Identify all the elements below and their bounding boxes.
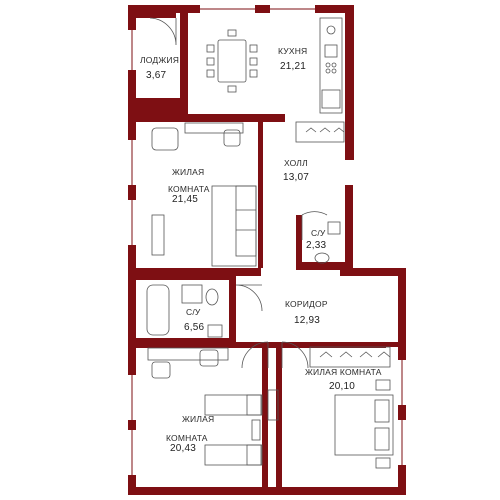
room-name-living1: ЖИЛАЯ — [172, 167, 205, 177]
room-name2-living3: КОМНАТА — [166, 433, 208, 443]
room-name-loggia: ЛОДЖИЯ — [140, 55, 180, 65]
kitchen-counter — [319, 17, 343, 114]
room-area-corridor: 12,93 — [294, 315, 321, 326]
desk-2 — [147, 347, 229, 361]
desk — [184, 122, 244, 134]
tv-unit — [151, 214, 165, 256]
room-area-wc1: 2,33 — [306, 240, 327, 251]
room-area-kitchen: 21,21 — [280, 61, 307, 72]
room-name-hall: ХОЛЛ — [284, 158, 308, 168]
room-area-hall: 13,07 — [283, 172, 310, 183]
room-area-loggia: 3,67 — [146, 70, 167, 81]
dining-table — [217, 39, 247, 83]
room-area-living2: 20,10 — [329, 381, 356, 392]
room-area-bath: 6,56 — [184, 322, 205, 333]
room-name-living2: ЖИЛАЯ КОМНАТА — [305, 367, 382, 377]
window-lines — [131, 8, 403, 475]
room-name-wc1: С/У — [311, 228, 326, 238]
armchair — [151, 127, 179, 151]
furniture — [146, 17, 394, 469]
room-name-bath: С/У — [186, 307, 201, 317]
bed-2 — [204, 444, 263, 466]
bathtub — [146, 284, 170, 336]
room-area-living3: 20,43 — [170, 443, 197, 454]
double-bed — [334, 394, 394, 456]
room-name-living3: ЖИЛАЯ — [182, 414, 215, 424]
room-name-kitchen: КУХНЯ — [278, 46, 308, 56]
walls — [128, 5, 406, 495]
room-name2-living1: КОМНАТА — [168, 184, 210, 194]
room-area-living1: 21,45 — [172, 194, 199, 205]
room-name-corridor: КОРИДОР — [285, 299, 328, 309]
bed-1 — [204, 394, 263, 416]
sofa — [211, 185, 257, 267]
